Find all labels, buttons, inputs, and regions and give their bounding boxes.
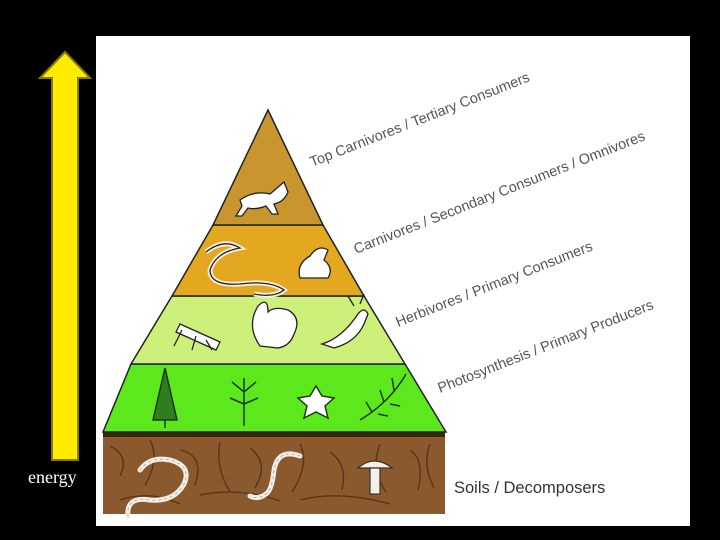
label-top-carnivores: Top Carnivores / Tertiary Consumers [308, 70, 533, 171]
energy-label: energy [28, 467, 77, 488]
label-primary-producers: Photosynthesis / Primary Producers [436, 297, 656, 396]
label-primary-consumers: Herbivores / Primary Consumers [394, 239, 596, 331]
label-secondary-consumers: Carnivores / Secondary Consumers / Omniv… [352, 129, 648, 258]
level-primary-producers [103, 364, 446, 432]
label-soils-decomposers: Soils / Decomposers [454, 479, 605, 497]
energy-arrow [40, 52, 90, 460]
